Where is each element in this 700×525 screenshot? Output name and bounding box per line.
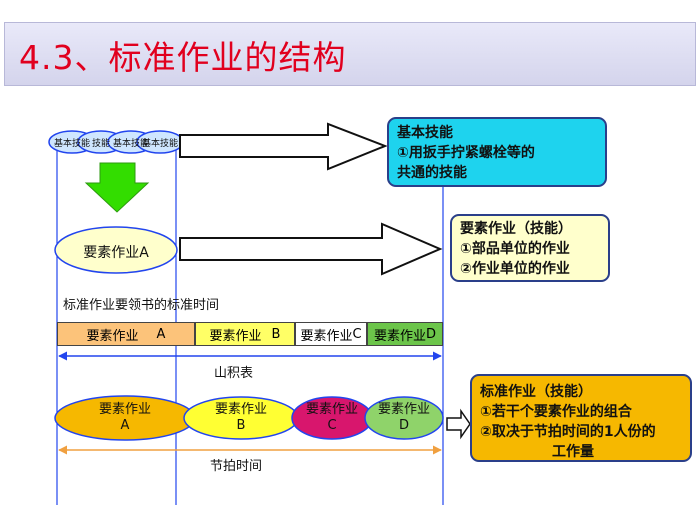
standard-time-label: 标准作业要领书的标准时间 (63, 298, 220, 313)
basic-skill-line: ①用扳手拧紧螺栓等的 (397, 145, 535, 161)
basic-circle-label: 技能 (91, 139, 110, 149)
basic-skill-line: 共通的技能 (397, 165, 467, 181)
element-oval-name: 要素作业 (214, 402, 267, 417)
bar-segment-name: 要素作业 (373, 328, 426, 344)
element-oval-b-label: 要素作业 B (184, 398, 298, 438)
bar-segment-tag: A (156, 326, 166, 342)
element-work-a-oval (54, 226, 178, 274)
element-work-box: 要素作业（技能） ①部品单位的作业 ②作业单位的作业 (450, 214, 610, 282)
element-work-heading: 要素作业（技能） (460, 221, 572, 237)
element-oval-c-label: 要素作业 C (292, 398, 372, 438)
bar-segment-name: 要素作业 (209, 328, 262, 344)
standard-work-heading: 标准作业（技能） (480, 384, 592, 400)
standard-work-box: 标准作业（技能） ①若干个要素作业的组合 ②取决于节拍时间的1人份的 工作量 (470, 374, 692, 462)
arrow-to-element-box (179, 222, 443, 276)
element-oval-tag: C (327, 418, 337, 433)
takt-time-label: 节拍时间 (210, 459, 263, 474)
bar-segment-a: 要素作业 A (57, 322, 195, 346)
element-oval-d (364, 396, 444, 440)
bar-segment-tag: D (426, 326, 437, 342)
element-oval-name: 要素作业 (98, 402, 151, 417)
element-oval-name: 要素作业 (377, 402, 430, 417)
title-bar: 4.3、标准作业的结构 (4, 22, 696, 86)
basic-circle-label: 基本技能 (141, 139, 178, 149)
element-oval-name: 要素作业 (305, 402, 358, 417)
bar-segment-c: 要素作业 C (295, 322, 367, 346)
standard-work-line: 工作量 (552, 444, 594, 460)
bar-segment-b: 要素作业 B (195, 322, 295, 346)
bar-segment-name: 要素作业 (86, 328, 139, 344)
element-oval-d-label: 要素作业 D (365, 398, 443, 438)
yamazumi-label: 山积表 (214, 366, 254, 381)
arrow-to-basic-box (179, 122, 388, 171)
basic-circle-label: 基本技能 (53, 139, 90, 149)
element-oval-a-label: 要素作业 A (55, 398, 195, 438)
bar-segment-tag: B (271, 326, 281, 342)
page-title: 4.3、标准作业的结构 (19, 38, 347, 77)
green-down-arrow (84, 162, 150, 213)
basic-skill-box: 基本技能 ①用扳手拧紧螺栓等的 共通的技能 (387, 117, 607, 187)
element-work-line: ②作业单位的作业 (460, 261, 570, 277)
element-oval-tag: A (120, 418, 130, 433)
basic-skill-circles (48, 130, 184, 154)
basic-circle-label: 基本技能 (112, 139, 149, 149)
bar-segment-d: 要素作业 D (367, 322, 443, 346)
bar-segment-name: 要素作业 (300, 328, 353, 344)
arrow-to-standard-box (446, 408, 471, 440)
standard-work-line: ①若干个要素作业的组合 (480, 404, 632, 420)
element-work-a-label: 要素作业A (83, 245, 149, 261)
element-work-line: ①部品单位的作业 (460, 241, 570, 257)
element-oval-tag: B (236, 418, 246, 433)
basic-skill-heading: 基本技能 (397, 125, 453, 141)
bar-segment-tag: C (352, 326, 362, 342)
element-oval-tag: D (398, 418, 409, 433)
standard-work-line: ②取决于节拍时间的1人份的 (480, 424, 656, 440)
